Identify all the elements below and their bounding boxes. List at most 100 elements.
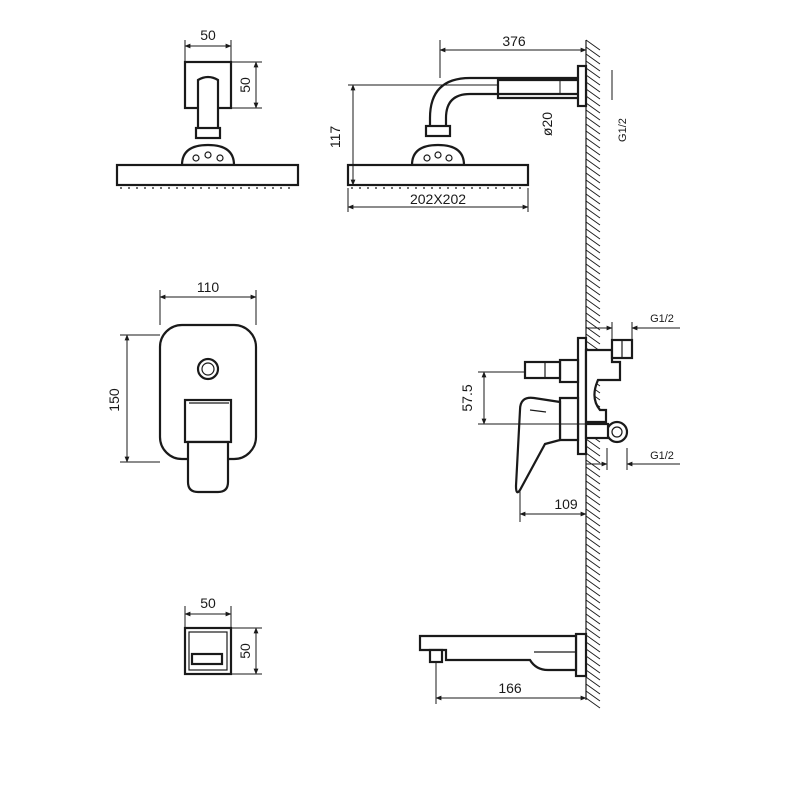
- wall-hatch-line: [585, 291, 601, 303]
- wall-hatch-line: [585, 249, 601, 261]
- wall-hatch-line: [585, 473, 601, 485]
- wall-hatch-line: [585, 326, 601, 338]
- wall-hatch-line: [585, 529, 601, 541]
- wall-hatch-line: [585, 67, 601, 79]
- mixer-projection-label: 109: [554, 496, 578, 512]
- wall-hatch-line: [585, 543, 601, 555]
- wall-hatch-line: [585, 137, 601, 149]
- wall: [585, 39, 601, 709]
- wall-hatch-line: [585, 200, 601, 212]
- wall-hatch-line: [585, 46, 601, 58]
- wall-hatch-line: [585, 158, 601, 170]
- wall-hatch-line: [585, 256, 601, 268]
- head-thread-label: G1/2: [617, 118, 629, 142]
- wall-hatch-line: [585, 445, 601, 457]
- wall-hatch-line: [585, 270, 601, 282]
- mixer-top-thread-label: G1/2: [650, 313, 674, 325]
- wall-hatch-line: [585, 648, 601, 660]
- mixer-side-view: [478, 322, 680, 522]
- wall-hatch-line: [585, 186, 601, 198]
- wall-hatch-line: [585, 515, 601, 527]
- wall-hatch-line: [585, 333, 601, 345]
- wall-hatch-line: [585, 620, 601, 632]
- wall-hatch-line: [585, 655, 601, 667]
- wall-hatch-line: [585, 81, 601, 93]
- wall-hatch-line: [585, 571, 601, 583]
- wall-hatch-line: [585, 466, 601, 478]
- wall-hatch-line: [585, 676, 601, 688]
- spout-front-view: [183, 606, 262, 676]
- wall-hatch-line: [585, 669, 601, 681]
- wall-hatch-line: [585, 130, 601, 142]
- wall-hatch-line: [585, 438, 601, 450]
- wall-hatch-line: [585, 151, 601, 163]
- wall-hatch-line: [585, 536, 601, 548]
- plate-height-label: 150: [106, 388, 122, 412]
- head-size-label: 202X202: [410, 191, 466, 207]
- wall-hatch-line: [585, 263, 601, 275]
- wall-hatch-line: [585, 662, 601, 674]
- spout-flange-width-label: 50: [200, 595, 216, 611]
- wall-hatch-line: [585, 641, 601, 653]
- spout-side-view: [418, 632, 588, 704]
- spout-flange-height-label: 50: [237, 643, 253, 659]
- wall-hatch-line: [585, 508, 601, 520]
- wall-hatch-line: [585, 123, 601, 135]
- wall-hatch-line: [585, 60, 601, 72]
- wall-hatch-line: [585, 221, 601, 233]
- wall-hatch-line: [585, 284, 601, 296]
- wall-hatch-line: [585, 102, 601, 114]
- wall-hatch-line: [585, 606, 601, 618]
- wall-hatch-line: [585, 88, 601, 100]
- wall-hatch-line: [585, 305, 601, 317]
- head-flange-width-label: 50: [200, 27, 216, 43]
- wall-hatch-line: [585, 627, 601, 639]
- wall-hatch-line: [585, 683, 601, 695]
- wall-hatch-line: [585, 501, 601, 513]
- plate-width-label: 110: [197, 279, 220, 295]
- spout-length-label: 166: [498, 680, 522, 696]
- wall-hatch-line: [585, 452, 601, 464]
- wall-hatch-line: [585, 459, 601, 471]
- mixer-bottom-thread-label: G1/2: [650, 450, 674, 462]
- wall-hatch-line: [585, 179, 601, 191]
- wall-hatch-line: [585, 494, 601, 506]
- wall-hatch-line: [585, 235, 601, 247]
- wall-hatch-line: [585, 53, 601, 65]
- wall-hatch-line: [585, 74, 601, 86]
- shower-head-side-view: [346, 40, 613, 212]
- shower-arm-length-label: 376: [502, 33, 526, 49]
- wall-hatch-line: [585, 613, 601, 625]
- wall-hatch-line: [585, 697, 601, 709]
- wall-hatch-line: [585, 599, 601, 611]
- wall-hatch-line: [585, 165, 601, 177]
- wall-hatch-line: [585, 144, 601, 156]
- wall-hatch-line: [585, 172, 601, 184]
- wall-hatch-line: [585, 564, 601, 576]
- wall-hatch-line: [585, 634, 601, 646]
- head-assembly-height-label: 117: [327, 126, 343, 149]
- arm-diameter-label: ø20: [539, 112, 555, 136]
- wall-hatch-line: [585, 116, 601, 128]
- mixer-offset-label: 57.5: [459, 384, 475, 411]
- wall-hatch-line: [585, 487, 601, 499]
- wall-hatch-line: [585, 109, 601, 121]
- wall-hatch-line: [585, 242, 601, 254]
- head-flange-height-label: 50: [237, 77, 253, 93]
- wall-hatch-line: [585, 690, 601, 702]
- wall-hatch-line: [585, 228, 601, 240]
- wall-hatch-line: [585, 298, 601, 310]
- wall-hatch-line: [585, 277, 601, 289]
- wall-hatch-line: [585, 557, 601, 569]
- wall-hatch-line: [585, 585, 601, 597]
- wall-hatch-line: [585, 193, 601, 205]
- wall-hatch-line: [585, 207, 601, 219]
- wall-hatch-line: [585, 522, 601, 534]
- wall-hatch-line: [585, 312, 601, 324]
- wall-hatch-line: [585, 578, 601, 590]
- shower-head-front-view: [115, 40, 300, 189]
- mixer-plate-front-view: [120, 290, 258, 494]
- wall-hatch-line: [585, 39, 601, 51]
- wall-hatch-line: [585, 480, 601, 492]
